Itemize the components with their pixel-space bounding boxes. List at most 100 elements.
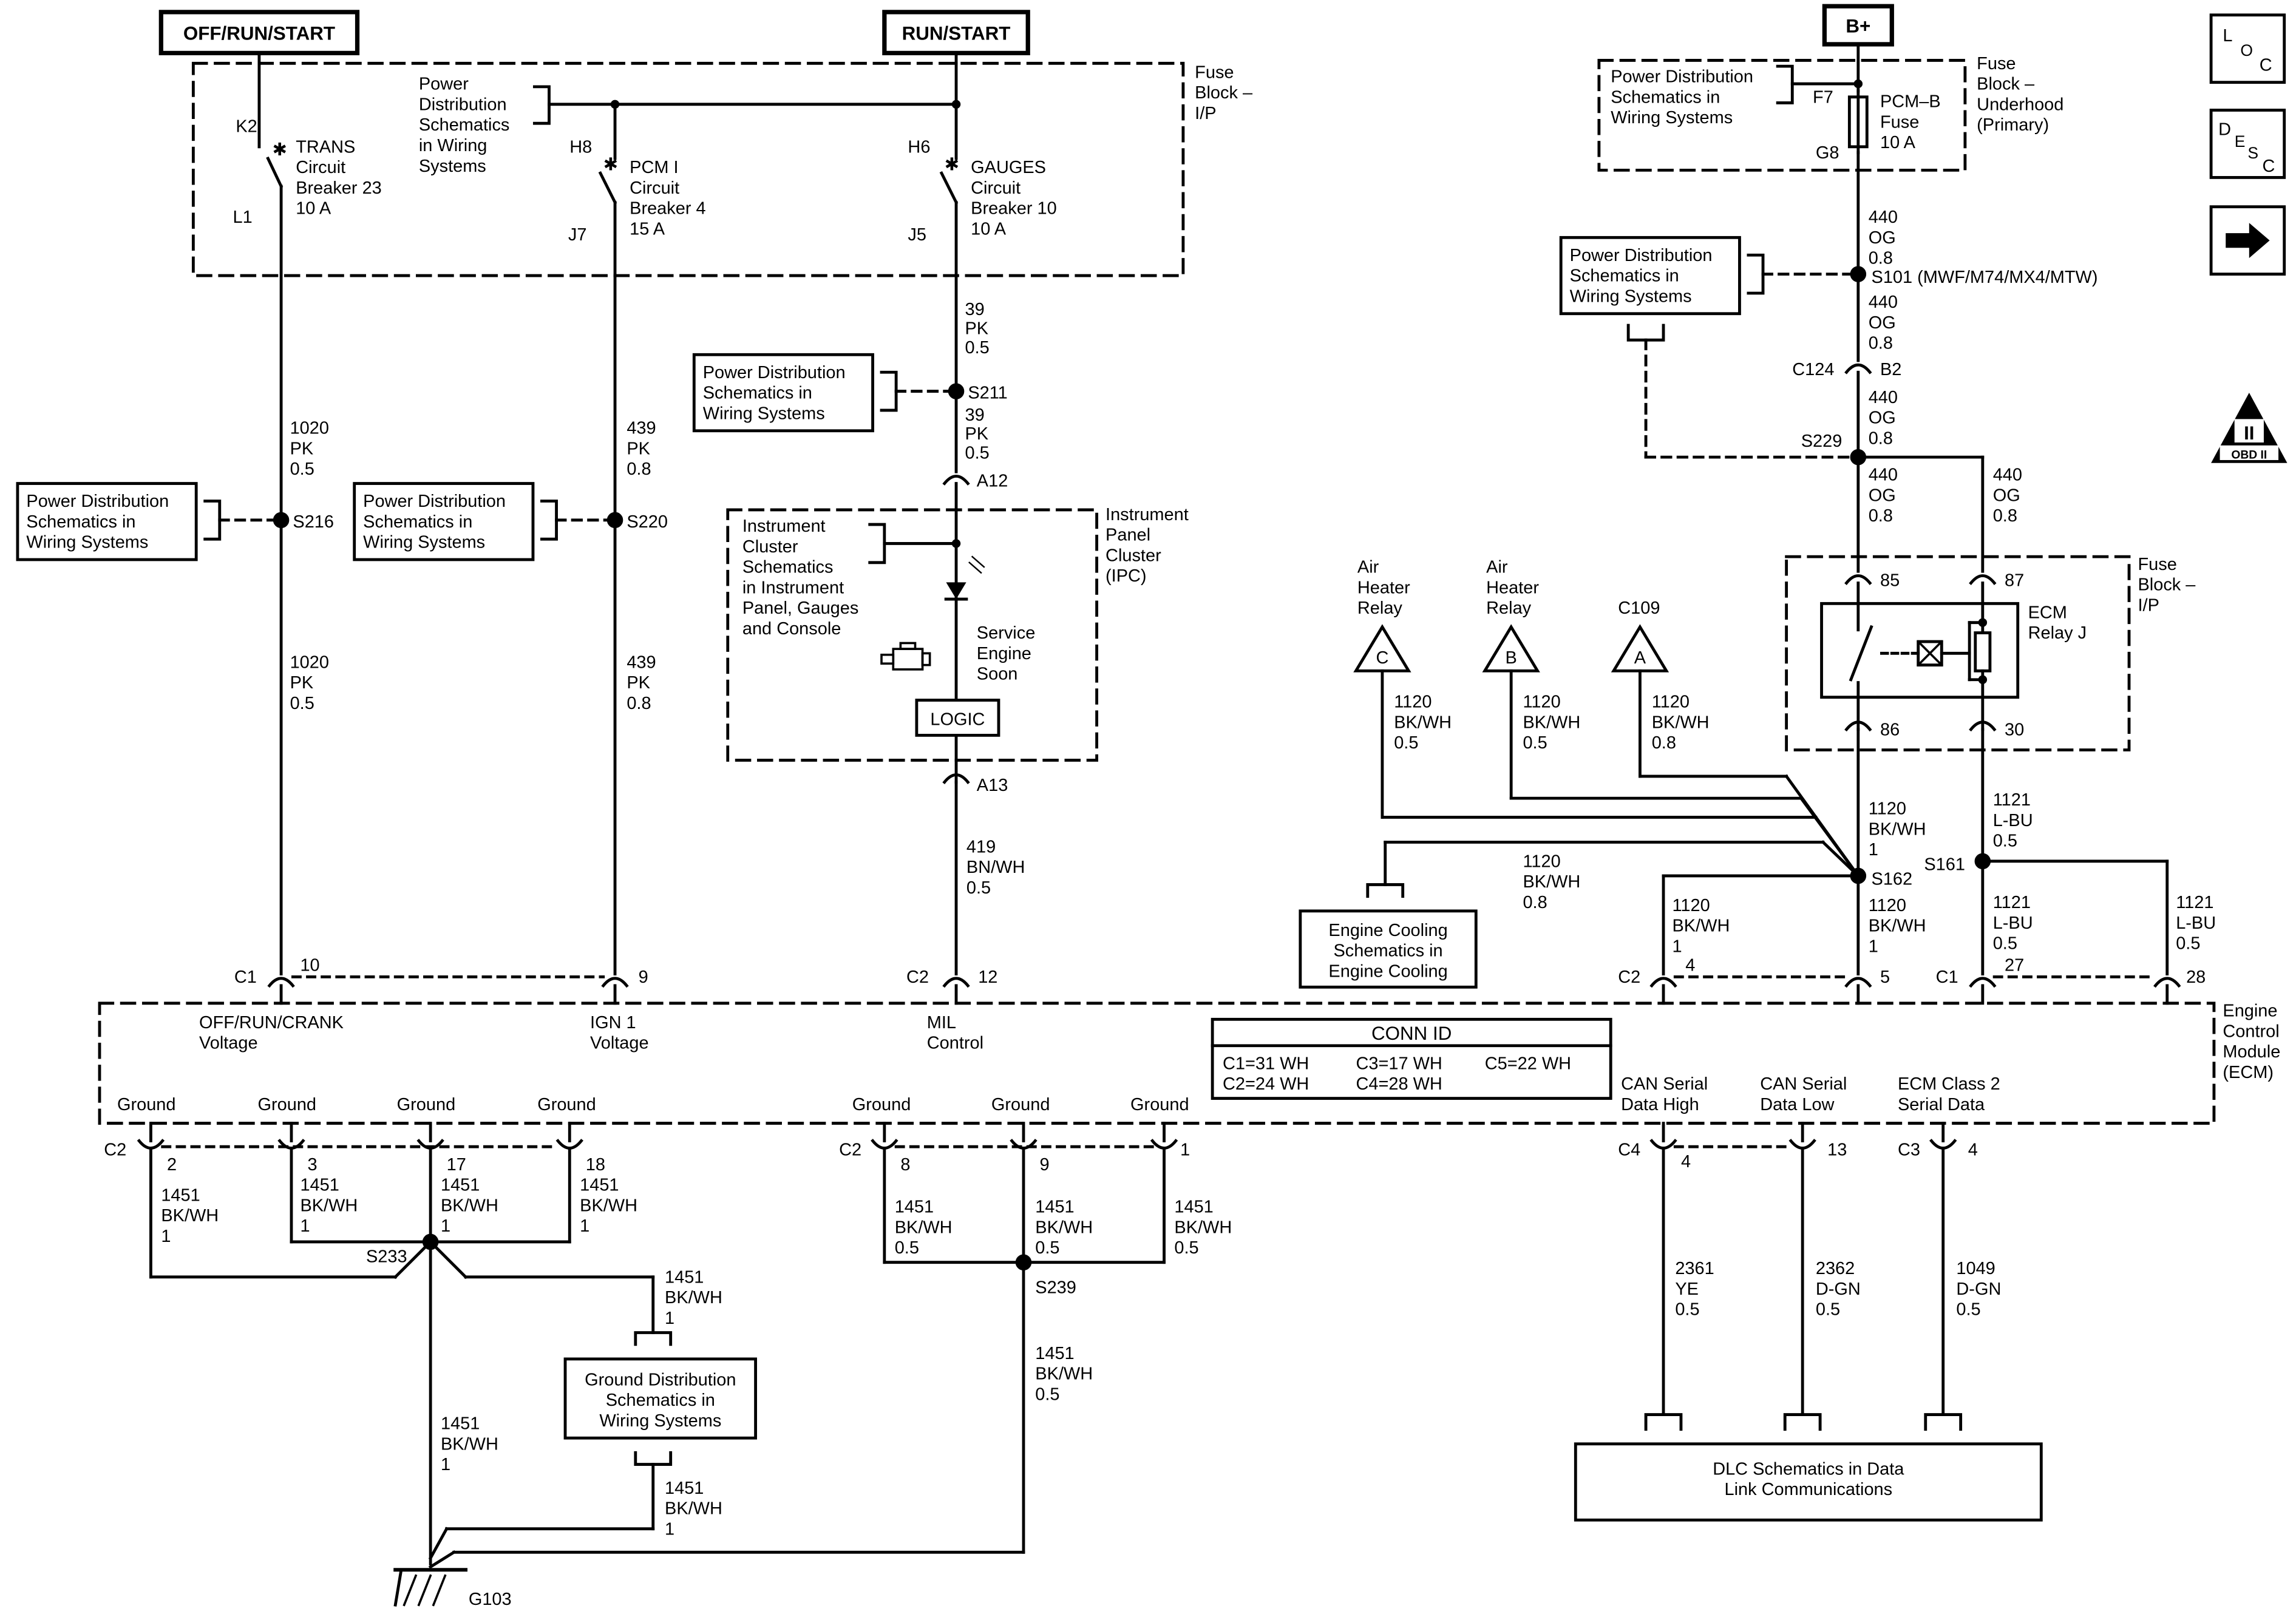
pd-box-s101: Power Distribution Schematics in Wiring … bbox=[1559, 236, 1860, 459]
svg-text:BK/WH: BK/WH bbox=[441, 1196, 498, 1215]
svg-text:✱: ✱ bbox=[945, 155, 959, 174]
svg-text:PK: PK bbox=[290, 673, 314, 693]
svg-text:IGN 1: IGN 1 bbox=[590, 1013, 636, 1032]
wire-1451-mid-labels: 1451 BK/WH 0.5 1451 BK/WH 0.5 1451 BK/WH… bbox=[895, 1198, 1232, 1405]
svg-text:0.8: 0.8 bbox=[627, 459, 651, 479]
svg-text:1120: 1120 bbox=[1672, 896, 1710, 915]
svg-text:Block –: Block – bbox=[1195, 83, 1253, 103]
svg-text:BK/WH: BK/WH bbox=[300, 1196, 358, 1215]
svg-text:C5=22 WH: C5=22 WH bbox=[1485, 1054, 1571, 1073]
ecm-relay bbox=[1820, 581, 2020, 731]
svg-text:439: 439 bbox=[627, 653, 656, 672]
svg-text:Link Communications: Link Communications bbox=[1724, 1480, 1892, 1499]
svg-text:0.8: 0.8 bbox=[1869, 249, 1893, 268]
svg-text:Wiring Systems: Wiring Systems bbox=[703, 404, 825, 423]
ecm-bottom-pin-labels: C2 2 3 17 18 C2 8 9 1 C4 4 13 C3 4 bbox=[104, 1141, 1978, 1175]
svg-text:8: 8 bbox=[900, 1155, 910, 1175]
svg-text:L-BU: L-BU bbox=[1993, 914, 2033, 933]
svg-text:28: 28 bbox=[2186, 968, 2206, 987]
svg-text:5: 5 bbox=[1880, 968, 1890, 987]
splice-s211 bbox=[948, 383, 965, 399]
splice-s233-label: S233 bbox=[366, 1247, 407, 1267]
svg-text:D-GN: D-GN bbox=[1956, 1280, 2001, 1299]
svg-text:Circuit: Circuit bbox=[296, 158, 345, 177]
svg-text:Power Distribution: Power Distribution bbox=[1611, 67, 1753, 87]
splice-s216-label: S216 bbox=[293, 512, 334, 532]
svg-text:Schematics in: Schematics in bbox=[606, 1391, 715, 1410]
svg-text:Engine: Engine bbox=[2223, 1002, 2277, 1021]
header-b-plus: B+ bbox=[1822, 4, 1894, 47]
svg-text:Module: Module bbox=[2223, 1042, 2280, 1062]
svg-text:1120: 1120 bbox=[1523, 693, 1560, 712]
desc-icon[interactable]: D E S C bbox=[2209, 109, 2286, 179]
svg-text:Breaker 23: Breaker 23 bbox=[296, 178, 382, 198]
svg-text:0.5: 0.5 bbox=[1675, 1300, 1699, 1320]
splice-s220-label: S220 bbox=[627, 512, 668, 532]
svg-text:BN/WH: BN/WH bbox=[966, 858, 1025, 877]
splice-s239-label: S239 bbox=[1035, 1278, 1076, 1297]
svg-text:0.8: 0.8 bbox=[1869, 429, 1893, 448]
ipc-label: Instrument Panel Cluster (IPC) bbox=[1106, 505, 1189, 586]
svg-text:BK/WH: BK/WH bbox=[665, 1288, 722, 1307]
svg-text:0.8: 0.8 bbox=[1523, 893, 1547, 912]
header-run-start: RUN/START bbox=[882, 10, 1030, 56]
pd-box-s211: Power Distribution Schematics in Wiring … bbox=[692, 353, 958, 433]
svg-text:Distribution: Distribution bbox=[419, 95, 507, 114]
svg-text:0.5: 0.5 bbox=[1956, 1300, 1980, 1320]
svg-text:(ECM): (ECM) bbox=[2223, 1063, 2274, 1082]
svg-text:Heater: Heater bbox=[1357, 578, 1410, 597]
svg-text:3: 3 bbox=[308, 1155, 318, 1175]
svg-text:440: 440 bbox=[1869, 388, 1898, 407]
svg-text:1451: 1451 bbox=[895, 1198, 934, 1217]
ecm-label: Engine Control Module (ECM) bbox=[2223, 1002, 2280, 1082]
svg-text:419: 419 bbox=[966, 837, 996, 856]
splice-s211-label: S211 bbox=[968, 384, 1007, 403]
svg-text:BK/WH: BK/WH bbox=[161, 1206, 219, 1225]
svg-text:Heater: Heater bbox=[1486, 578, 1539, 597]
logic-box: LOGIC bbox=[915, 699, 1000, 737]
svg-text:1451: 1451 bbox=[1035, 1344, 1074, 1363]
svg-text:D-GN: D-GN bbox=[1816, 1280, 1861, 1299]
svg-text:in Instrument: in Instrument bbox=[742, 578, 844, 597]
svg-text:Wiring Systems: Wiring Systems bbox=[1570, 286, 1692, 306]
svg-text:1451: 1451 bbox=[1035, 1198, 1074, 1217]
svg-text:S: S bbox=[2247, 144, 2258, 162]
svg-text:H8: H8 bbox=[569, 137, 592, 157]
svg-text:Wiring Systems: Wiring Systems bbox=[26, 533, 148, 552]
svg-text:Instrument: Instrument bbox=[742, 517, 826, 536]
svg-text:1: 1 bbox=[161, 1227, 171, 1246]
svg-text:CAN Serial: CAN Serial bbox=[1621, 1074, 1708, 1094]
ipc-ref: Instrument Cluster Schematics in Instrum… bbox=[742, 517, 858, 639]
ecm-top-pin-labels: C1 10 9 C2 12 C2 4 5 C1 27 28 bbox=[234, 956, 2206, 987]
svg-text:C2: C2 bbox=[839, 1141, 861, 1160]
svg-text:C3: C3 bbox=[1898, 1141, 1920, 1160]
svg-text:1: 1 bbox=[441, 1216, 450, 1236]
svg-text:II: II bbox=[2244, 422, 2254, 444]
svg-text:440: 440 bbox=[1869, 208, 1898, 227]
svg-text:0.5: 0.5 bbox=[1523, 733, 1547, 753]
svg-text:Panel: Panel bbox=[1106, 526, 1150, 545]
svg-text:PCM–B: PCM–B bbox=[1880, 92, 1941, 112]
svg-text:MIL: MIL bbox=[927, 1013, 956, 1032]
svg-text:OBD II: OBD II bbox=[2231, 449, 2267, 462]
svg-text:1451: 1451 bbox=[665, 1267, 704, 1287]
svg-text:27: 27 bbox=[2005, 956, 2024, 975]
svg-text:CONN ID: CONN ID bbox=[1371, 1023, 1452, 1044]
svg-text:0.5: 0.5 bbox=[1993, 832, 2017, 851]
svg-text:C4: C4 bbox=[1618, 1141, 1640, 1160]
svg-text:PCM I: PCM I bbox=[630, 158, 678, 177]
loc-icon[interactable]: L O C bbox=[2209, 13, 2286, 84]
svg-text:2362: 2362 bbox=[1816, 1259, 1855, 1278]
svg-text:4: 4 bbox=[1681, 1152, 1691, 1171]
svg-text:1: 1 bbox=[1180, 1141, 1190, 1160]
svg-text:10 A: 10 A bbox=[1880, 133, 1916, 152]
svg-text:PK: PK bbox=[627, 673, 650, 693]
svg-text:0.5: 0.5 bbox=[1035, 1385, 1059, 1404]
svg-text:Schematics in: Schematics in bbox=[363, 512, 472, 532]
next-arrow-icon[interactable] bbox=[2209, 205, 2286, 276]
svg-text:OG: OG bbox=[1993, 486, 2020, 505]
svg-text:DLC Schematics in Data: DLC Schematics in Data bbox=[1713, 1459, 1904, 1479]
ground-distribution-box: Ground Distribution Schematics in Wiring… bbox=[428, 1357, 757, 1561]
svg-text:A: A bbox=[1634, 648, 1646, 668]
